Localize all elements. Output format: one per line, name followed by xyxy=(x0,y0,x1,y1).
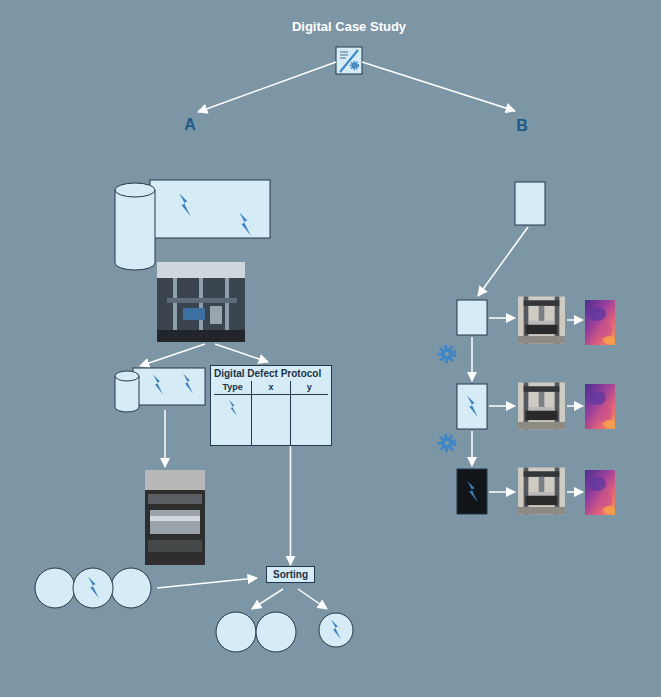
branch-label: B xyxy=(516,117,528,135)
defect-symbol xyxy=(227,399,239,417)
roller-photo xyxy=(150,510,200,534)
flow-arrow xyxy=(567,405,583,407)
flow-arrow xyxy=(567,319,583,321)
roller-photo xyxy=(145,470,205,565)
case-study-icon xyxy=(340,55,348,56)
defect-symbol xyxy=(331,620,341,640)
data-store xyxy=(115,190,155,270)
table-grid: Typexy xyxy=(214,381,328,445)
specimen-box xyxy=(457,384,487,429)
data-store xyxy=(115,368,205,412)
table-column: y xyxy=(291,381,328,445)
specimen-disc xyxy=(111,568,151,608)
flow-arrow xyxy=(471,431,473,466)
thermal-image xyxy=(585,384,615,429)
roller-photo xyxy=(145,470,205,490)
flow-arrow xyxy=(471,337,473,381)
case-study-icon xyxy=(336,47,362,74)
lab-photo xyxy=(157,262,245,278)
table-cell-text: x xyxy=(252,381,289,395)
table-column: x xyxy=(252,381,290,445)
lab-photo xyxy=(183,308,205,320)
specimen-disc xyxy=(256,612,296,652)
case-study-icon xyxy=(351,62,358,69)
thermal-image xyxy=(585,300,615,345)
table-column: Type xyxy=(214,381,252,445)
flow-arrow xyxy=(140,62,583,609)
table-heading: Digital Defect Protocol xyxy=(214,368,328,381)
data-store xyxy=(115,180,270,270)
case-study-icon xyxy=(336,47,362,74)
specimen-disc xyxy=(35,568,75,608)
case-study-icon xyxy=(340,50,358,72)
flow-arrow xyxy=(489,491,515,493)
flow-arrow xyxy=(215,344,268,362)
flow-arrow xyxy=(489,317,515,319)
lab-photo xyxy=(225,278,229,330)
defect-symbol xyxy=(183,374,193,394)
lab-photo xyxy=(157,262,245,342)
data-store xyxy=(115,371,139,381)
roller-photo xyxy=(148,494,202,504)
thermal-image xyxy=(585,470,615,515)
lab-photo xyxy=(157,262,245,342)
specimen-box xyxy=(457,300,487,335)
defect-symbol xyxy=(467,396,478,418)
gear-icon xyxy=(440,347,454,361)
table-cell-text: y xyxy=(291,381,328,395)
data-store xyxy=(150,180,270,238)
lab-photo xyxy=(157,330,245,342)
process-box: Sorting xyxy=(266,566,315,583)
table-cell-text: Type xyxy=(214,381,251,395)
roller-photo xyxy=(150,516,200,521)
defect-symbol xyxy=(179,193,191,216)
branch-label: A xyxy=(184,116,196,134)
test-rig-photo xyxy=(518,468,565,515)
lab-photo xyxy=(167,298,237,303)
defect-symbol xyxy=(229,400,237,416)
lab-photo xyxy=(210,306,222,324)
case-study-icon xyxy=(340,52,348,53)
data-store xyxy=(115,183,155,197)
defect-symbol xyxy=(467,481,478,503)
specimen-box xyxy=(457,182,545,514)
flow-arrow xyxy=(140,344,205,366)
flow-arrow xyxy=(252,589,283,609)
lab-photo xyxy=(173,278,177,330)
test-rig-photo xyxy=(518,297,565,344)
specimen-disc xyxy=(216,612,256,652)
flow-arrow xyxy=(478,227,528,296)
test-rig-photo xyxy=(518,383,565,430)
data-store xyxy=(133,368,205,405)
lab-photo xyxy=(199,278,203,330)
protocol-table: Digital Defect ProtocolTypexy xyxy=(210,365,332,446)
node-label: Sorting xyxy=(273,569,308,580)
flow-arrow xyxy=(164,410,166,467)
flow-arrow xyxy=(198,62,336,112)
defect-symbol xyxy=(239,212,251,235)
gear-icon xyxy=(440,436,454,450)
defect-symbol xyxy=(153,375,163,395)
flow-arrow xyxy=(489,405,515,407)
specimen-box xyxy=(515,182,545,225)
specimen-disc xyxy=(73,568,113,608)
flow-arrow xyxy=(362,62,515,111)
roller-photo xyxy=(148,540,202,552)
diagram-title: Digital Case Study xyxy=(292,19,406,34)
roller-photo xyxy=(145,470,205,565)
flow-arrow xyxy=(157,578,257,588)
specimen-disc xyxy=(319,613,353,647)
flow-connector xyxy=(290,446,292,565)
flow-arrow xyxy=(298,589,327,609)
flow-arrow xyxy=(567,491,583,493)
defect-symbol xyxy=(88,577,99,599)
specimen-box xyxy=(457,469,487,514)
case-study-icon xyxy=(340,58,346,59)
